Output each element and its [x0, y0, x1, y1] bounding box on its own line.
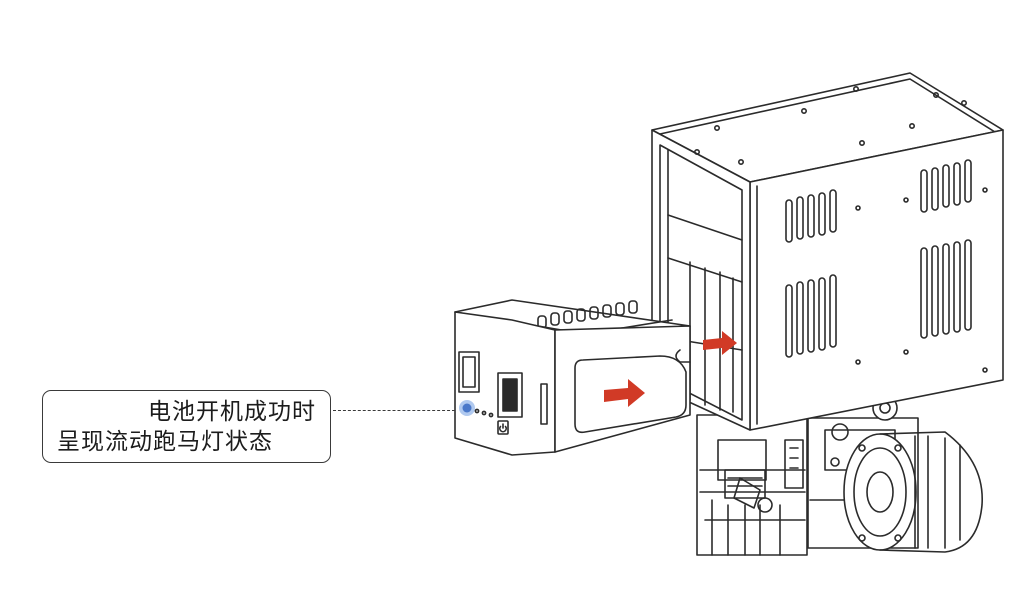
callout-line-1: 电池开机成功时	[148, 399, 316, 425]
robot-base-mechanism	[696, 395, 983, 556]
callout-label: 电池开机成功时 呈现流动跑马灯状态	[42, 390, 331, 463]
power-button-icon	[497, 420, 509, 435]
led-indicator-icon	[459, 400, 494, 418]
callout-line-2: 呈现流动跑马灯状态	[57, 429, 273, 455]
insert-arrow-icon	[604, 379, 645, 407]
insert-arrow-icon	[703, 331, 737, 355]
battery-housing	[651, 72, 1004, 431]
housing-vents	[785, 159, 972, 358]
battery-module	[454, 299, 691, 456]
callout-leader-line	[333, 410, 455, 411]
